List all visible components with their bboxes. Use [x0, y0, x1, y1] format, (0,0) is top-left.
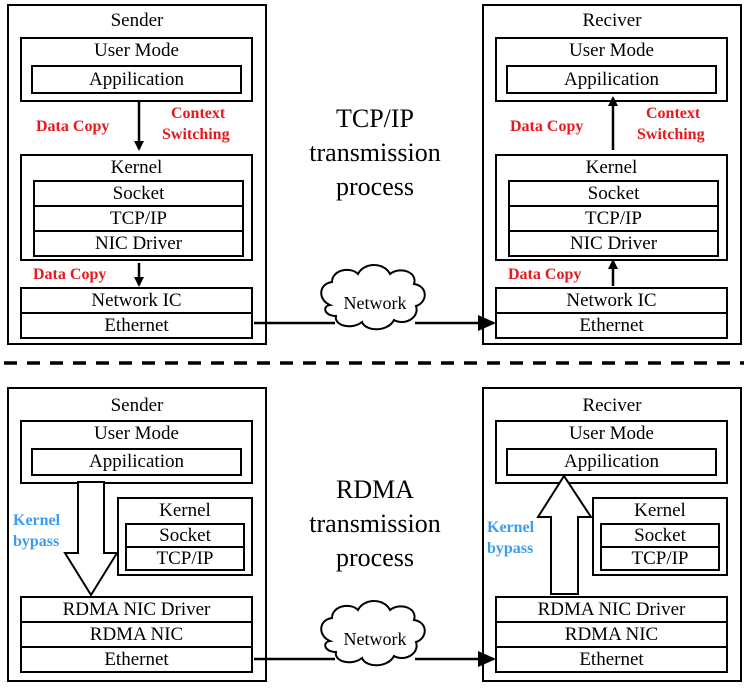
tcp-receiver-context-label-2: Switching: [637, 126, 705, 143]
tcp-receiver-data-copy-upper: Data Copy: [510, 118, 584, 135]
rdma-sender-kernel: Kernel Socket TCP/IP: [117, 497, 253, 576]
tcp-receiver-socket: Socket: [508, 180, 719, 207]
rdma-center-line-1: RDMA: [335, 475, 414, 504]
rdma-receiver-title: Reciver: [582, 395, 642, 416]
rdma-sender-socket: Socket: [125, 523, 245, 548]
tcp-receiver-ethernet: Ethernet: [495, 312, 728, 339]
rdma-network-label: Network: [343, 629, 407, 649]
tcp-sender-data-copy-upper: Data Copy: [36, 118, 110, 135]
tcp-receiver-nic-driver: NIC Driver: [508, 230, 719, 257]
tcp-center-line-1: TCP/IP: [335, 104, 415, 133]
tcp-sender-kernel: Kernel Socket TCP/IP NIC Driver: [20, 154, 253, 261]
rdma-sender-user-mode-label: User Mode: [94, 423, 179, 444]
rdma-sender-rdma-nic: RDMA NIC: [20, 621, 253, 648]
tcp-sender-nic-driver: NIC Driver: [33, 230, 244, 257]
tcp-receiver-kernel-label: Kernel: [585, 157, 638, 178]
tcp-sender-user-mode-label: User Mode: [94, 40, 179, 61]
rdma-sender-user-mode: User Mode Appilication: [20, 420, 253, 484]
tcp-receiver-application: Appilication: [506, 65, 717, 94]
rdma-sender-tcpip: TCP/IP: [125, 546, 245, 571]
tcp-receiver-network-ic: Network IC: [495, 287, 728, 314]
rdma-receiver-bypass-label-1: Kernel: [487, 519, 535, 536]
tcp-sender-context-label-2: Switching: [162, 126, 230, 143]
rdma-receiver-bypass-label-2: bypass: [487, 540, 534, 557]
rdma-receiver-rdma-nic: RDMA NIC: [495, 621, 728, 648]
tcp-receiver-tcpip: TCP/IP: [508, 205, 719, 232]
rdma-sender-panel: Sender User Mode Appilication Kernel Soc…: [7, 387, 267, 682]
rdma-sender-bypass-label-1: Kernel: [13, 512, 61, 529]
tcp-sender-application: Appilication: [31, 65, 242, 94]
rdma-receiver-user-mode: User Mode Appilication: [495, 420, 728, 484]
rdma-receiver-socket: Socket: [600, 523, 720, 548]
rdma-receiver-panel: Reciver User Mode Appilication Kernel So…: [482, 387, 742, 682]
tcp-sender-ethernet: Ethernet: [20, 312, 253, 339]
rdma-sender-application: Appilication: [31, 448, 242, 476]
tcp-receiver-title: Reciver: [582, 10, 642, 31]
tcp-receiver-user-mode-label: User Mode: [569, 40, 654, 61]
tcp-receiver-data-copy-lower: Data Copy: [508, 266, 582, 283]
tcp-sender-title: Sender: [110, 10, 164, 31]
tcp-receiver-user-mode: User Mode Appilication: [495, 37, 728, 102]
tcp-receiver-context-label-1: Context: [646, 105, 701, 122]
tcp-center-line-2: transmission: [309, 138, 441, 167]
rdma-sender-ethernet: Ethernet: [20, 646, 253, 673]
tcp-receiver-panel: Reciver User Mode Appilication Kernel So…: [482, 4, 742, 345]
tcp-sender-tcpip: TCP/IP: [33, 205, 244, 232]
tcp-sender-kernel-label: Kernel: [110, 157, 163, 178]
rdma-sender-title: Sender: [110, 395, 164, 416]
tcp-sender-network-ic: Network IC: [20, 287, 253, 314]
tcp-sender-data-copy-lower: Data Copy: [33, 266, 107, 283]
tcp-sender-socket: Socket: [33, 180, 244, 207]
tcp-sender-panel: Sender User Mode Appilication Kernel Soc…: [7, 4, 267, 345]
rdma-center-line-2: transmission: [309, 509, 441, 538]
tcp-center-line-3: process: [336, 172, 414, 201]
tcp-receiver-kernel: Kernel Socket TCP/IP NIC Driver: [495, 154, 728, 261]
tcp-sender-user-mode: User Mode Appilication: [20, 37, 253, 102]
rdma-center-line-3: process: [336, 543, 414, 572]
tcp-sender-context-label-1: Context: [171, 105, 226, 122]
rdma-receiver-rdma-nic-driver: RDMA NIC Driver: [495, 596, 728, 623]
rdma-receiver-tcpip: TCP/IP: [600, 546, 720, 571]
rdma-receiver-kernel: Kernel Socket TCP/IP: [592, 497, 728, 576]
rdma-sender-rdma-nic-driver: RDMA NIC Driver: [20, 596, 253, 623]
tcp-network-label: Network: [343, 293, 407, 313]
rdma-receiver-user-mode-label: User Mode: [569, 423, 654, 444]
rdma-receiver-kernel-label: Kernel: [634, 500, 686, 521]
rdma-receiver-application: Appilication: [506, 448, 717, 476]
rdma-sender-kernel-label: Kernel: [159, 500, 211, 521]
rdma-sender-bypass-label-2: bypass: [13, 533, 60, 550]
rdma-receiver-ethernet: Ethernet: [495, 646, 728, 673]
